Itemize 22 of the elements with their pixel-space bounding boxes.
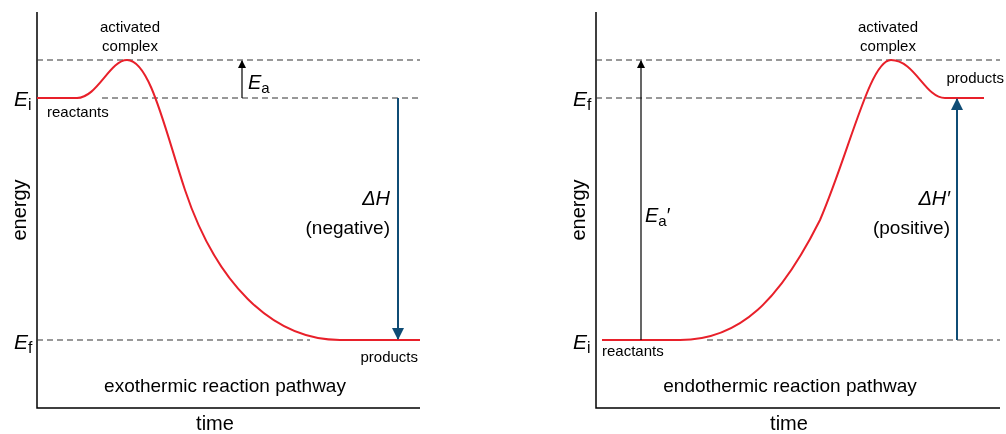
reactants-label: reactants [47, 102, 109, 122]
enthalpy-sign-label: (negative) [305, 216, 390, 240]
peak-label: activated complex [98, 18, 161, 56]
enthalpy-sign-label: (positive) [872, 216, 950, 240]
products-label: products [360, 347, 418, 367]
energy-level-label: E$_{f}$ [573, 85, 592, 113]
axis-title: energy [565, 179, 590, 241]
enthalpy-label: ΔH [362, 185, 390, 211]
products-label: products [946, 68, 1004, 88]
energy-level-label: E$_{f}$ [14, 328, 33, 356]
panel-caption: endothermic reaction pathway [663, 374, 917, 398]
enthalpy-label: ΔH′ [918, 185, 950, 211]
activation-energy-label: E$_{a}$ [248, 69, 270, 95]
reactants-label: reactants [602, 341, 664, 361]
axis-title: energy [6, 179, 31, 241]
panel-caption: exothermic reaction pathway [104, 374, 346, 398]
energy-level-label: E$_{i}$ [573, 328, 591, 356]
peak-label: activated complex [856, 18, 919, 56]
energy-level-label: E$_{i}$ [14, 85, 32, 113]
activation-energy-label: E$_{a}$′ [645, 202, 671, 228]
axis-title: time [196, 410, 234, 434]
axis-title: time [770, 410, 808, 434]
